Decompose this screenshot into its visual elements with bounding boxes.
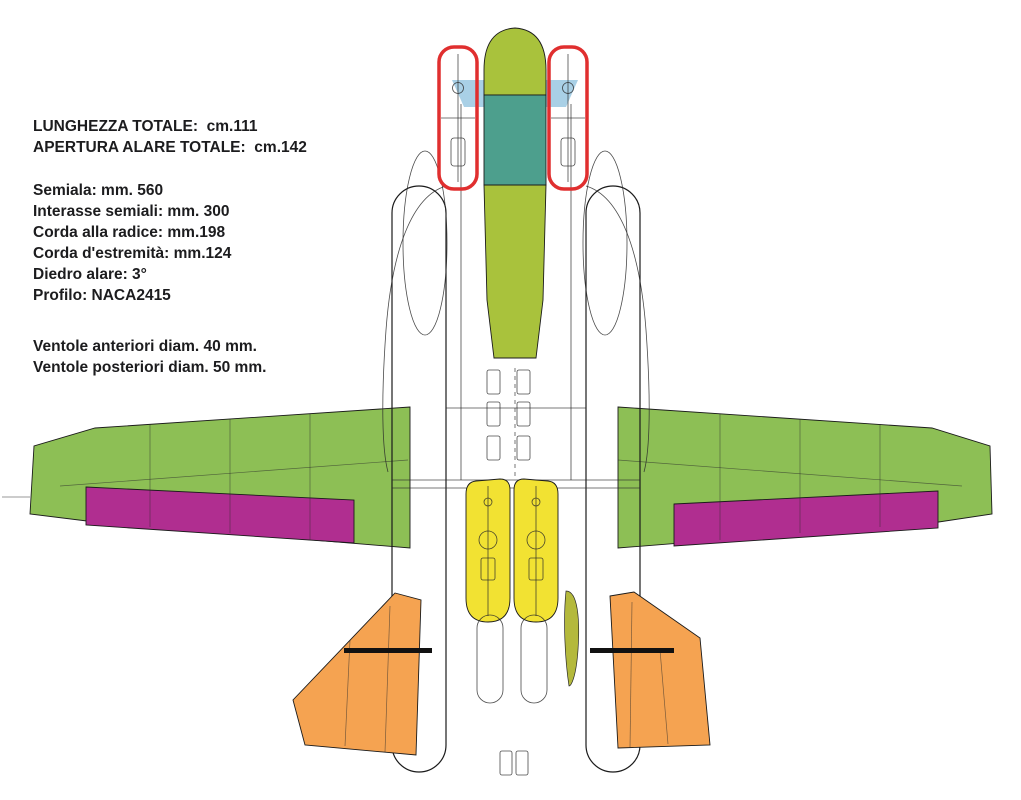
hull-curve-left [382,185,447,473]
bottom-fitting-right [515,750,529,776]
hull-curve-right [585,185,650,473]
spec-line-corda-estremita: Corda d'estremità: mm.124 [33,245,232,262]
wing-rib-lines [59,414,963,540]
front-fan-right-outline [547,45,589,191]
spec-group-fans: Ventole anteriori diam. 40 mm. Ventole p… [33,336,307,378]
spec-line-diedro: Diedro alare: 3° [33,266,147,283]
spec-group-dimensions: LUNGHEZZA TOTALE: cm.111 APERTURA ALARE … [33,116,307,158]
tail-surface-right-shape [609,591,711,749]
spec-line-total-length: LUNGHEZZA TOTALE: cm.111 [33,118,258,135]
rear-nacelle-right [513,478,559,623]
spec-line-front-fans: Ventole anteriori diam. 40 mm. [33,338,257,355]
spec-line-profilo: Profilo: NACA2415 [33,287,171,304]
tail-surface-left-shape [292,592,422,756]
aileron-left-shape [85,486,355,544]
spec-line-total-span: APERTURA ALARE TOTALE: cm.142 [33,139,307,156]
boom-right-outline [585,185,641,773]
front-fan-right [547,45,589,191]
spec-line-corda-radice: Corda alla radice: mm.198 [33,224,226,241]
front-fan-left [437,45,479,191]
tail-pod-left-outline [476,614,504,704]
airframe-outlines [382,104,650,773]
spec-line-interasse: Interasse semiali: mm. 300 [33,203,230,220]
aileron-right-shape [673,490,939,547]
spec-group-wing: Semiala: mm. 560 Interasse semiali: mm. … [33,180,307,306]
tail-bar-left [344,648,432,653]
boom-left-outline [391,185,447,773]
canopy-teal-shape [483,94,547,186]
tail-surface-detail-lines [344,601,669,753]
tail-bar-right [590,648,674,653]
fuselage-hatches [486,369,531,461]
spec-text-block: LUNGHEZZA TOTALE: cm.111 APERTURA ALARE … [33,116,307,378]
bottom-fitting-left [499,750,513,776]
spec-line-rear-fans: Ventole posteriori diam. 50 mm. [33,359,267,376]
front-fan-left-outline [437,45,479,191]
tail-pod-right-outline [520,614,548,704]
fuselage-spine-shape [483,184,547,359]
canard-fairing-right [582,150,628,336]
canard-fairing-left [402,150,448,336]
tail-fin-olive-shape [564,590,580,687]
spec-line-semiala: Semiala: mm. 560 [33,182,164,199]
nose-fairing-shape [483,27,547,96]
rear-nacelle-left [465,478,511,623]
